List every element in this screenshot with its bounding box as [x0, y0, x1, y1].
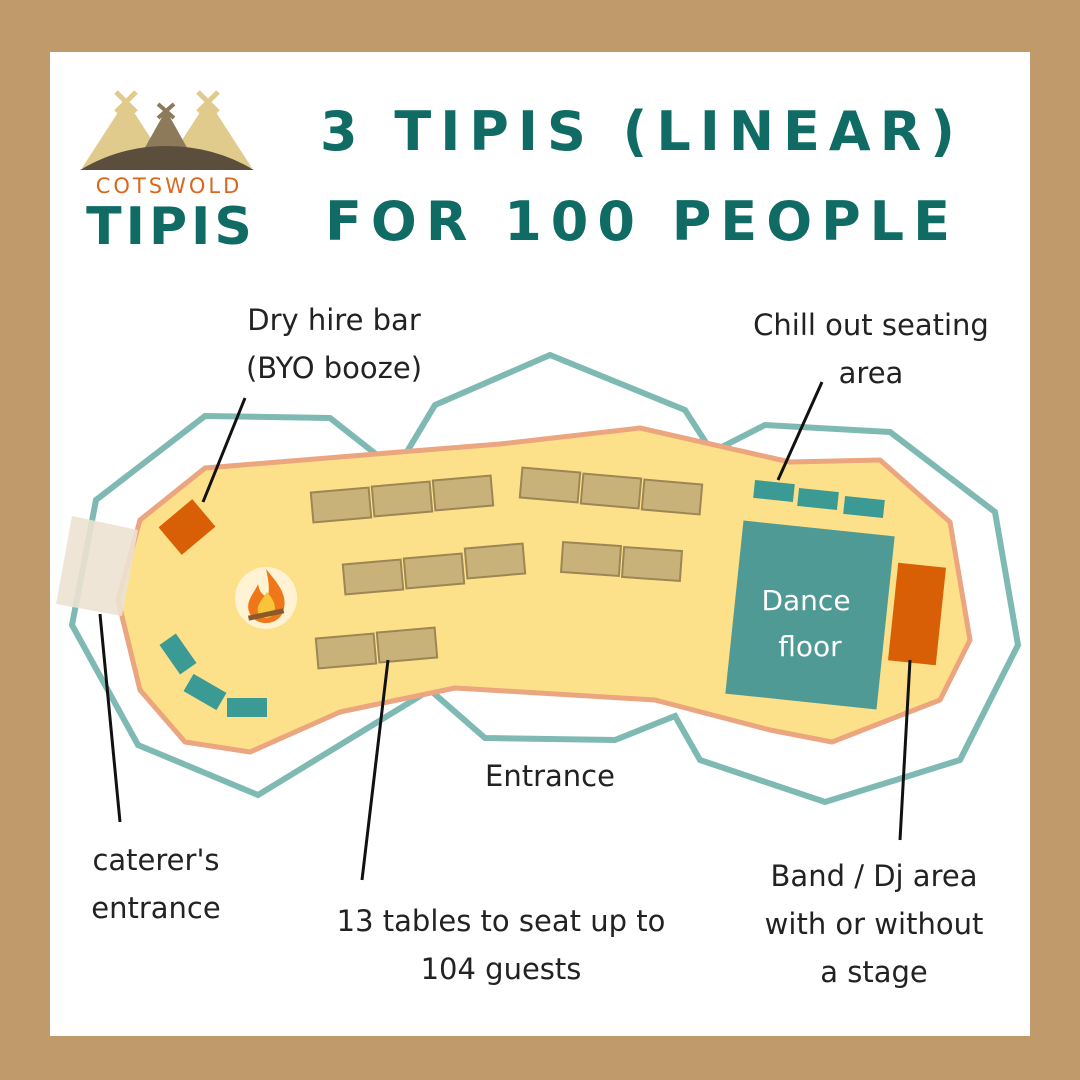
caterer-label-line2: entrance	[91, 891, 221, 925]
brand-subtitle: COTSWOLD	[95, 174, 243, 198]
fire-pit-icon	[235, 567, 297, 629]
chill-label: Chill out seating area	[736, 301, 1006, 397]
tables-label: 13 tables to seat up to 104 guests	[316, 897, 686, 993]
tables-label-line2: 104 guests	[420, 952, 582, 986]
page-title-line1: 3 TIPIS (LINEAR)	[320, 100, 964, 163]
bar-label: Dry hire bar (BYO booze)	[216, 296, 452, 392]
band-stage-area	[888, 562, 946, 666]
band-label-line3: a stage	[820, 955, 928, 989]
tables-label-line1: 13 tables to seat up to	[336, 904, 666, 938]
tipi-outline	[68, 351, 1022, 806]
dance-floor	[725, 520, 895, 710]
band-label-line2: with or without	[764, 907, 984, 941]
caterer-label-line1: caterer's	[92, 843, 220, 877]
caterer-label: caterer's entrance	[66, 836, 246, 932]
bar-counter	[158, 499, 216, 555]
pointer-lines	[98, 381, 912, 881]
entrance-label: Entrance	[485, 759, 615, 793]
tables	[309, 466, 704, 670]
band-label-line1: Band / Dj area	[770, 859, 978, 893]
bar-label-line1: Dry hire bar	[247, 303, 421, 337]
chill-out-benches	[159, 479, 885, 717]
band-label: Band / Dj area with or without a stage	[744, 852, 1004, 996]
caterers-entrance-area	[56, 516, 138, 616]
tipi-logo-icon	[80, 90, 254, 170]
brand-title: TIPIS	[86, 197, 256, 257]
chill-label-line2: area	[838, 356, 904, 390]
dance-floor-label-line1: Dance	[761, 584, 850, 617]
dance-floor-label-line2: floor	[778, 630, 842, 663]
bar-label-line2: (BYO booze)	[245, 351, 423, 385]
chill-label-line1: Chill out seating	[753, 308, 989, 342]
page-title-line2: FOR 100 PEOPLE	[325, 190, 959, 253]
